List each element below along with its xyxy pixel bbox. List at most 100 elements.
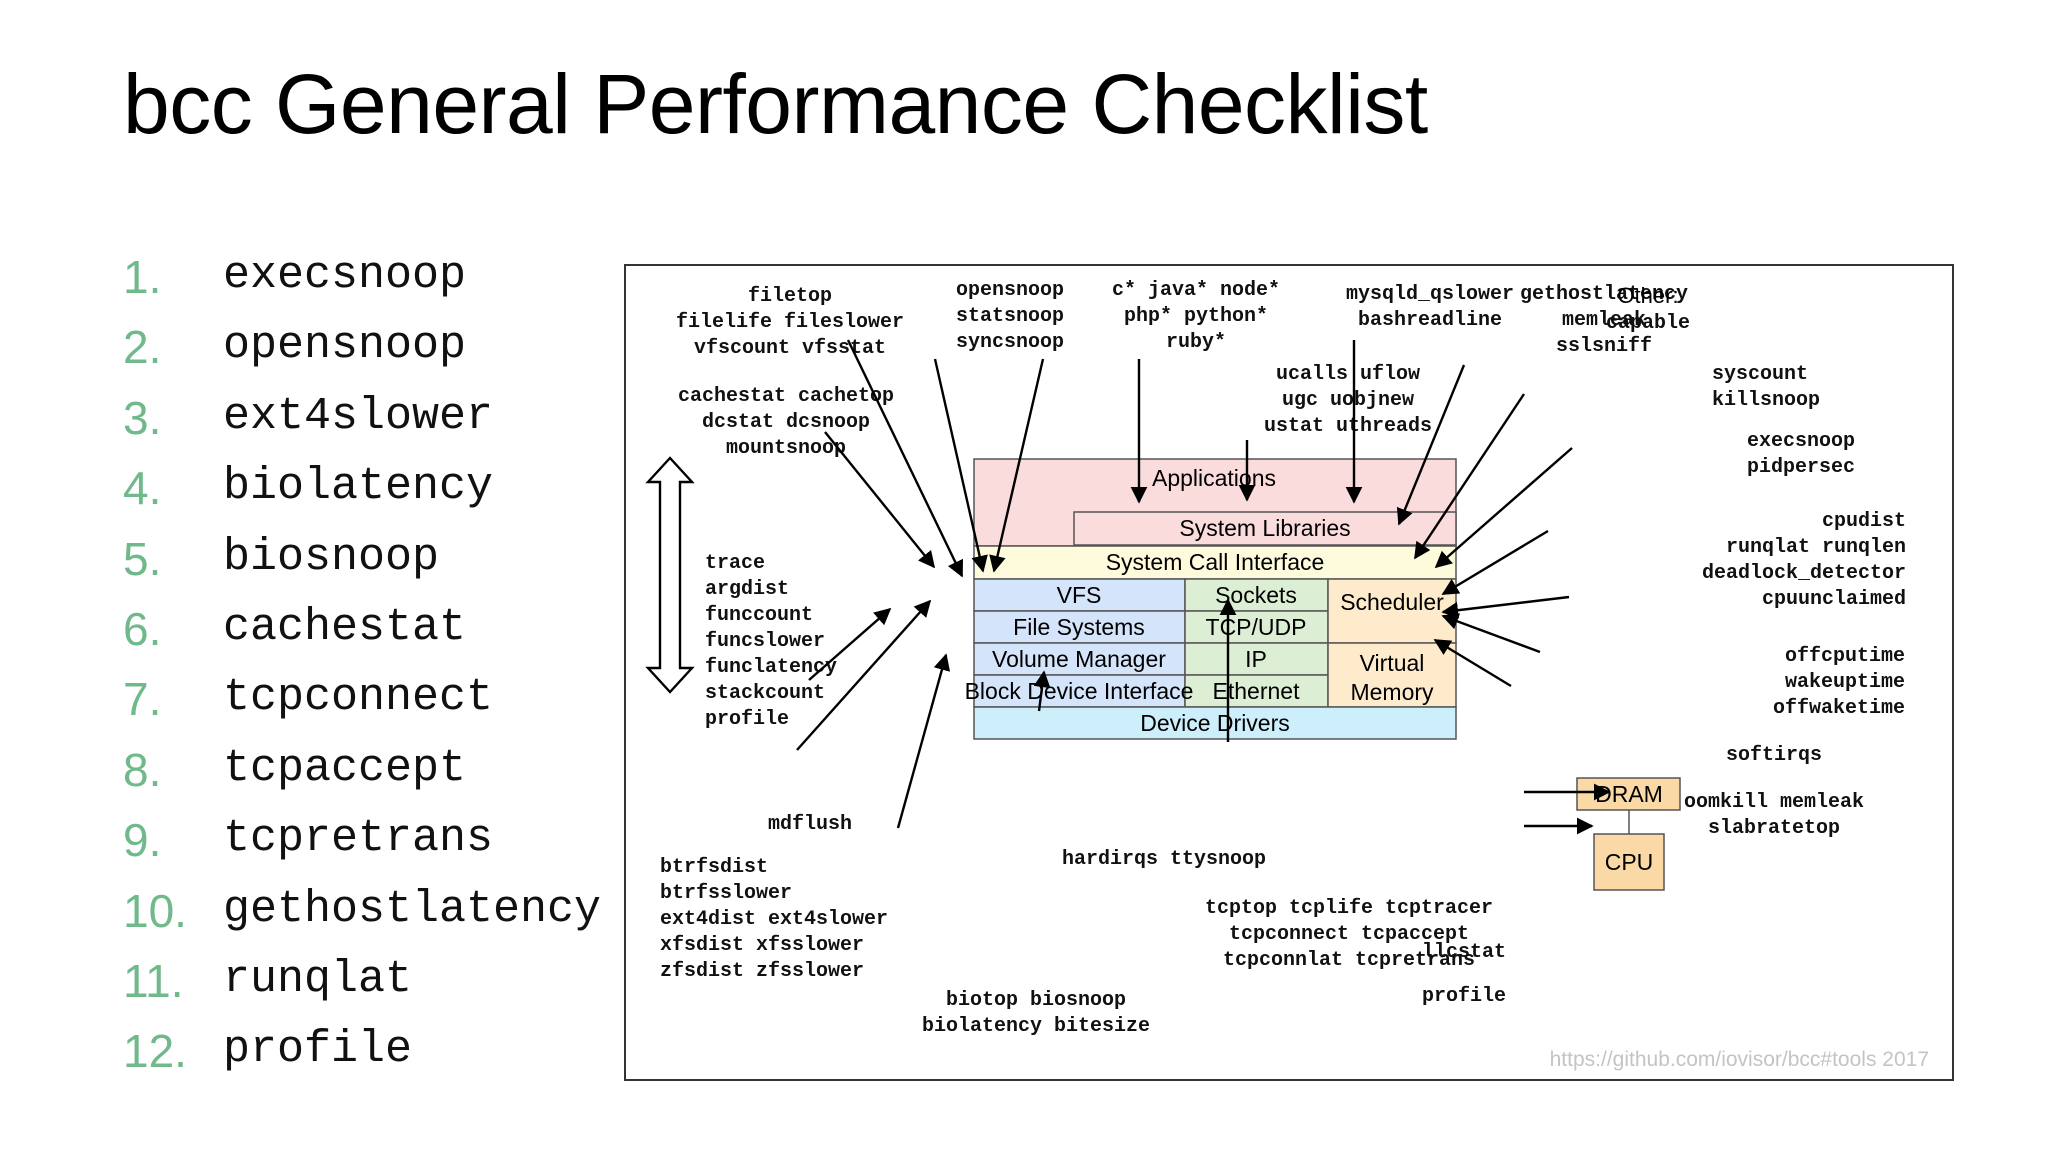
tool-name: tcpaccept [223,742,467,794]
tool-label-cachestat: dcstat dcsnoop [702,411,870,434]
tool-label-cachestat: cachestat cachetop [678,385,894,408]
tool-label-langs: c* java* node* [1112,279,1280,302]
cpu-box [1593,833,1665,891]
arrows [796,339,1611,835]
system-libraries-layer [1073,511,1457,546]
tool-label-trace: profile [705,708,789,731]
tool-label-gethostlatency: memleak [1562,309,1646,332]
tool-label-hardirqs: hardirqs ttysnoop [1062,848,1266,871]
tool-label-offcpu: offwaketime [1773,697,1905,720]
file-systems-label: File Systems [1013,614,1145,640]
tool-label-execsnoop: execsnoop [1747,430,1855,453]
virtual-memory-label-line1: Virtual [1360,650,1425,676]
tool-label-ucalls: ugc uobjnew [1282,389,1414,412]
volume-manager-label: Volume Manager [992,646,1166,672]
tool-label-trace: funccount [705,604,813,627]
double-arrow-icon [645,456,695,694]
list-number: 6. [123,603,162,655]
tool-label-capable: capable [1606,312,1690,335]
tool-name: biosnoop [223,531,440,583]
tool-label-filetop: vfscount vfsstat [694,337,886,360]
tool-label-gethostlatency: sslsniff [1556,335,1652,358]
device-drivers-layer [973,706,1457,740]
tool-label-gethostlatency: gethostlatency [1520,283,1688,306]
ip-layer [1184,642,1329,676]
source-attribution: https://github.com/iovisor/bcc#tools 201… [1550,1048,1929,1071]
tool-label-filetop: filetop [748,285,832,308]
tool-label-llcstat: llcstat [1422,941,1506,964]
tool-name: execsnoop [223,250,467,301]
applications-label: Applications [1152,465,1276,491]
device-drivers-label: Device Drivers [1140,710,1290,736]
list-number: 12. [123,1025,187,1078]
tool-label-cachestat: mountsnoop [726,437,846,460]
list-number: 3. [123,391,162,444]
volume-manager-layer [973,642,1186,676]
list-number: 7. [123,673,162,726]
tool-label-btrfs: ext4dist ext4slower [660,908,888,931]
tool-label-cpudist: cpudist [1822,510,1906,533]
tool-name: gethostlatency [223,883,602,935]
other-label: Other: [1617,283,1678,308]
list-number: 1. [123,251,162,303]
block-device-interface-label: Block Device Interface [965,678,1194,704]
tool-label-langs: php* python* [1124,305,1268,328]
tool-name: runqlat [223,954,413,1005]
tool-label-tcptop: tcpconnect tcpaccept [1229,923,1469,946]
list-number: 9. [123,814,162,867]
tool-label-oomkill: oomkill memleak [1684,791,1864,814]
system-libraries-label: System Libraries [1179,515,1350,541]
scheduler-layer [1327,578,1457,644]
system-call-interface-label: System Call Interface [1106,549,1325,575]
tool-label-softirqs: softirqs [1726,744,1822,767]
tool-label-offcpu: offcputime [1785,645,1905,668]
tool-label-trace: trace [705,552,765,575]
ip-label: IP [1245,646,1267,672]
tool-label-cpudist: deadlock_detector [1702,562,1906,585]
tool-name: tcpretrans [223,813,494,865]
tool-label-trace: funclatency [705,656,837,679]
tool-label-opensnoop: statsnoop [956,305,1064,328]
list-number: 11. [123,955,184,1007]
dram-label: DRAM [1595,781,1663,807]
tool-label-ucalls: ucalls uflow [1276,363,1420,386]
tool-label-oomkill: slabratetop [1708,817,1840,840]
tool-label-btrfs: xfsdist xfsslower [660,934,864,957]
tool-label-tcptop: tcpconnlat tcpretrans [1223,949,1475,972]
tool-name: profile [223,1024,413,1076]
tool-label-btrfs: btrfsslower [660,882,792,905]
tool-label-cpudist: cpuunclaimed [1762,588,1906,611]
system-call-interface-layer [973,545,1457,580]
tool-label-btrfs: zfsdist zfsslower [660,960,864,983]
tool-label-mysqld: mysqld_qslower [1346,283,1514,306]
tool-name: ext4slower [223,390,494,442]
scheduler-label: Scheduler [1340,589,1444,615]
tool-label-btrfs: btrfsdist [660,856,768,879]
file-systems-layer [973,610,1186,644]
tool-label-trace: funcslower [705,630,825,653]
tool-label-offcpu: wakeuptime [1785,671,1905,694]
tool-label-syscount: killsnoop [1712,389,1820,412]
list-number: 2. [123,321,162,374]
tool-name: cachestat [223,602,467,653]
tool-label-opensnoop: opensnoop [956,279,1064,302]
tool-name: biolatency [223,461,494,513]
tool-label-mdflush: mdflush [768,813,852,836]
list-number: 8. [123,743,162,796]
tool-name: opensnoop [223,320,467,372]
tool-label-langs: ruby* [1166,331,1226,354]
virtual-memory-label-line2: Memory [1350,679,1434,705]
tcp-udp-layer [1184,610,1329,644]
ethernet-label: Ethernet [1213,678,1301,704]
diagram-panel: Applications System Libraries System Cal… [624,264,1954,1081]
tool-label-trace: argdist [705,578,789,601]
tool-label-trace: stackcount [705,682,825,705]
tool-label-ucalls: ustat uthreads [1264,415,1432,438]
tool-label-opensnoop: syncsnoop [956,331,1064,354]
tool-label-cpudist: runqlat runqlen [1726,536,1906,559]
tool-label-profile-cpu: profile [1422,985,1506,1008]
page-title: bcc General Performance Checklist [123,57,1428,151]
tool-label-execsnoop: pidpersec [1747,456,1855,479]
cpu-label: CPU [1605,849,1654,875]
